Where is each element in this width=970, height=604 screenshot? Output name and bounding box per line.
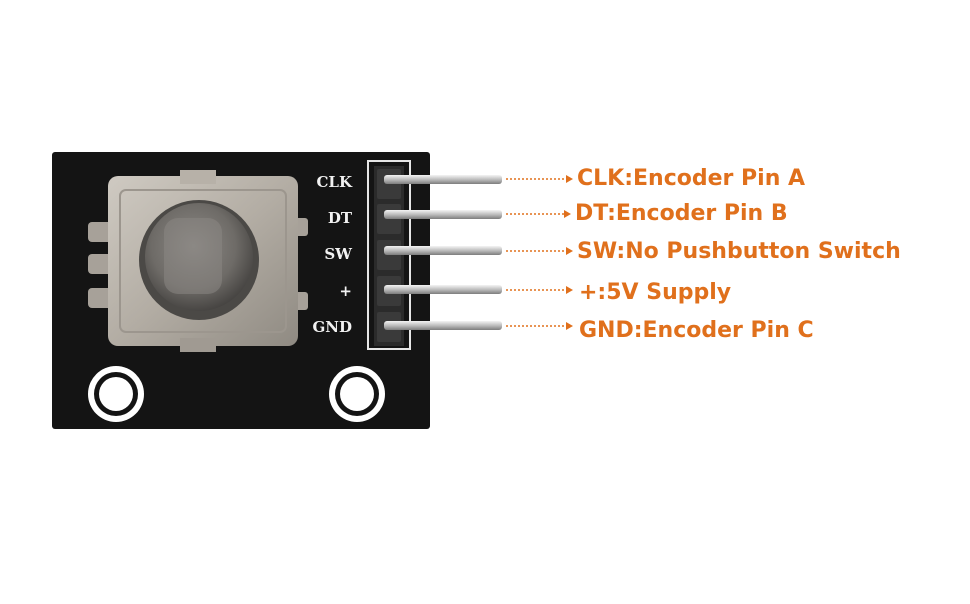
pin-plus bbox=[384, 285, 502, 294]
leader-arrowheads bbox=[564, 175, 573, 330]
encoder-shaft-knob bbox=[139, 200, 259, 320]
silkscreen: CLK DT SW + GND bbox=[312, 173, 353, 336]
pin-clk bbox=[384, 175, 502, 184]
silk-label-sw: SW bbox=[324, 245, 353, 263]
pin-label-plus: +:5V Supply bbox=[579, 280, 732, 305]
pin-gnd bbox=[384, 321, 502, 330]
silk-label-clk: CLK bbox=[316, 173, 352, 191]
pin-label-gnd: GND:Encoder Pin C bbox=[579, 318, 814, 343]
pin-label-sw: SW:No Pushbutton Switch bbox=[577, 239, 901, 264]
pin-label-dt: DT:Encoder Pin B bbox=[575, 201, 788, 226]
mounting-hole-right bbox=[329, 366, 385, 422]
header-pins bbox=[384, 175, 502, 330]
pin-sw bbox=[384, 246, 502, 255]
silk-label-gnd: GND bbox=[312, 318, 352, 336]
pin-label-clk: CLK:Encoder Pin A bbox=[577, 166, 806, 191]
mounting-hole-left bbox=[88, 366, 144, 422]
callout-leaders bbox=[506, 178, 566, 327]
silk-label-plus: + bbox=[339, 282, 352, 300]
silk-label-dt: DT bbox=[328, 209, 353, 227]
pin-dt bbox=[384, 210, 502, 219]
pin-header bbox=[374, 166, 404, 346]
